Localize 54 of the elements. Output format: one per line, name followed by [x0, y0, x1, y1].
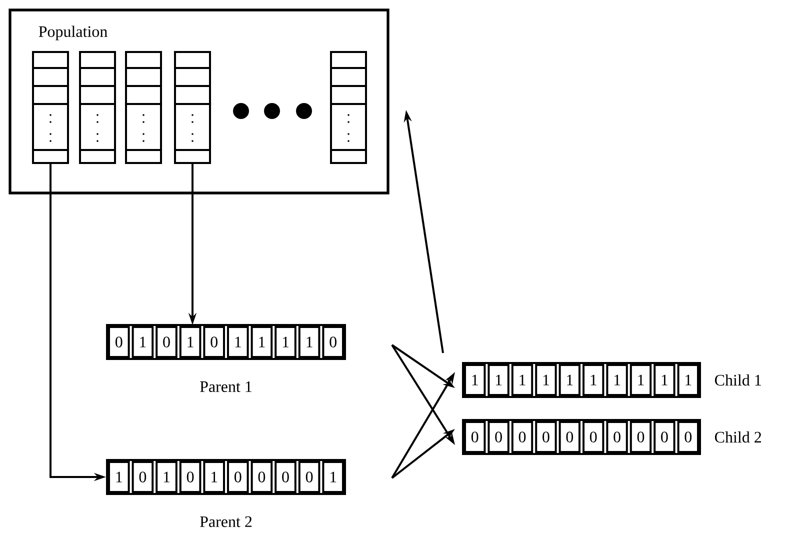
chromosome-column — [79, 51, 116, 164]
node-label: 0 — [590, 432, 597, 442]
node-label: 1 — [330, 472, 336, 482]
node-label: 1 — [306, 336, 312, 348]
chromosome-column — [174, 51, 211, 164]
bit-string: 1 0 1 0 1 0 0 0 0 1 — [106, 459, 346, 495]
bit-string: 0 0 0 0 0 0 0 0 0 0 — [462, 419, 701, 455]
node-label: 1 — [520, 374, 526, 386]
node-label: 0 — [495, 432, 502, 442]
node-label: 1 — [543, 374, 549, 386]
chromosome-column — [330, 51, 367, 164]
node-label: 0 — [518, 432, 526, 442]
node-label: 0 — [471, 432, 478, 442]
string-label: Parent 2 — [200, 516, 252, 528]
node-label: 0 — [542, 432, 550, 442]
node-label: 0 — [258, 472, 266, 482]
node-label: 1 — [188, 336, 194, 348]
node-label: 0 — [566, 432, 574, 442]
node-label: 0 — [282, 472, 289, 482]
node-label: 1 — [164, 472, 170, 482]
string-label: Child 2 — [714, 431, 761, 443]
node-label: 1 — [259, 336, 265, 348]
node-label: 0 — [661, 432, 668, 442]
node-label: 0 — [116, 336, 122, 348]
bit-string: 1 1 1 1 1 1 1 1 1 1 — [462, 362, 701, 398]
node-label: 0 — [614, 432, 620, 442]
node-label: 1 — [614, 374, 620, 386]
string-label: Parent 1 — [200, 381, 252, 392]
node-label: 1 — [496, 374, 502, 386]
bit-string: 0 1 0 1 0 1 1 1 1 0 — [106, 324, 346, 360]
node-label: 0 — [163, 336, 170, 348]
node-label: 0 — [306, 472, 313, 482]
chromosome-column — [125, 51, 162, 164]
box-title: Population — [38, 26, 108, 40]
node-label: 0 — [330, 336, 336, 348]
node-label: 0 — [637, 432, 644, 442]
chromosome-column — [32, 51, 69, 164]
string-label: Child 1 — [714, 374, 761, 386]
node-label: 1 — [590, 374, 596, 386]
node-label: 1 — [638, 374, 644, 386]
node-label: 1 — [282, 336, 289, 348]
node-label: 1 — [140, 336, 146, 348]
node-label: 1 — [662, 374, 668, 386]
node-label: 1 — [567, 374, 573, 386]
node-label: 1 — [472, 374, 478, 386]
node-label: 1 — [212, 472, 218, 482]
node-label: 1 — [235, 336, 241, 348]
node-label: 1 — [116, 472, 122, 482]
node-label: 0 — [210, 336, 218, 348]
node-label: 0 — [234, 472, 242, 482]
node-label: 0 — [139, 472, 146, 482]
node-label: 1 — [686, 374, 692, 386]
node-label: 0 — [684, 432, 692, 442]
node-label: 0 — [186, 472, 194, 482]
